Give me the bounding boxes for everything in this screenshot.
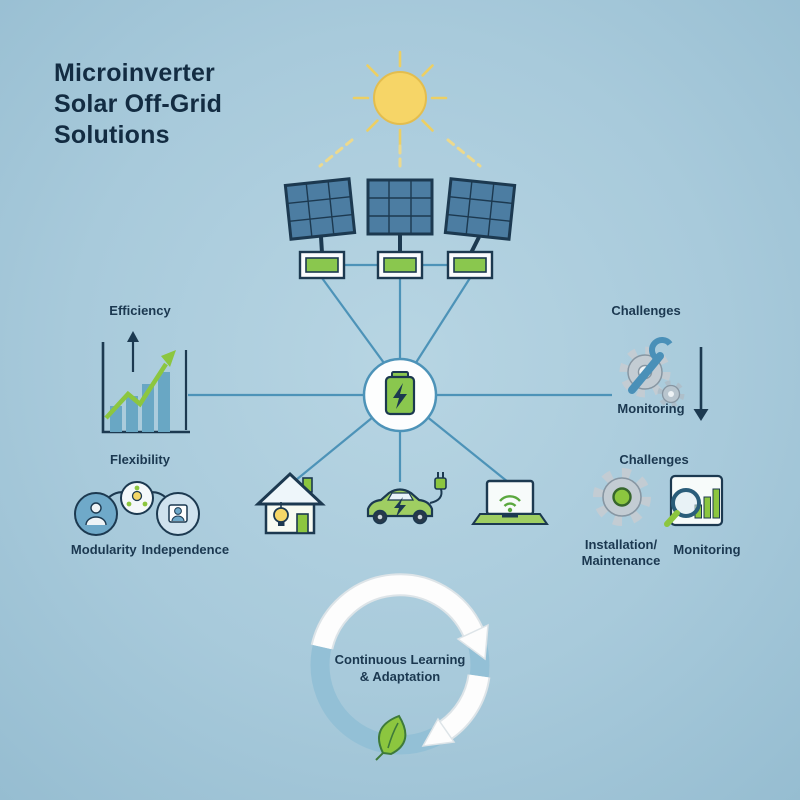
label-modularity-independence: Modularity Independence	[71, 542, 229, 557]
label-monitoring-bottom: Monitoring	[673, 542, 741, 557]
modularity-people-icon	[74, 481, 200, 536]
wrench-gear-icon	[619, 337, 685, 408]
label-challenges-bottom: Challenges	[619, 452, 689, 467]
label-installation: Installation/	[584, 537, 658, 552]
label-monitoring-top: Monitoring	[617, 401, 685, 416]
title-line-3: Solutions	[54, 121, 170, 149]
label-maintenance: Maintenance	[581, 552, 661, 568]
title-line-1: Microinverter	[54, 59, 215, 87]
electric-car-icon	[366, 472, 447, 525]
cycle-caption-line-1: Continuous Learning	[334, 652, 466, 667]
label-modularity: Modularity	[70, 542, 137, 557]
cycle-arrows-icon	[310, 573, 491, 755]
label-flexibility: Flexibility	[110, 452, 170, 467]
laptop-wifi-icon	[471, 479, 549, 525]
leaf-icon	[375, 714, 407, 761]
up-arrow-icon	[127, 331, 139, 372]
label-efficiency: Efficiency	[109, 303, 171, 318]
cycle-caption-line-2: & Adaptation	[359, 668, 441, 684]
solar-panel-array-icon	[283, 177, 517, 254]
battery-hub-icon	[362, 357, 438, 433]
down-arrow-icon	[693, 347, 709, 421]
microinverter-icon	[298, 250, 494, 280]
home-lightbulb-icon	[254, 471, 326, 535]
growth-chart-icon	[101, 331, 190, 434]
sun-icon	[318, 50, 482, 172]
label-independence: Independence	[141, 542, 230, 557]
magnifier-chart-icon	[664, 474, 724, 527]
label-installation-maintenance: Installation/ Maintenance	[582, 537, 661, 568]
title-line-2: Solar Off-Grid	[54, 90, 223, 118]
page-title: Microinverter Solar Off-Grid Solutions	[54, 58, 222, 151]
label-challenges-top: Challenges	[611, 303, 681, 318]
gear-icon	[593, 468, 651, 526]
cycle-caption: Continuous Learning & Adaptation	[335, 652, 466, 686]
